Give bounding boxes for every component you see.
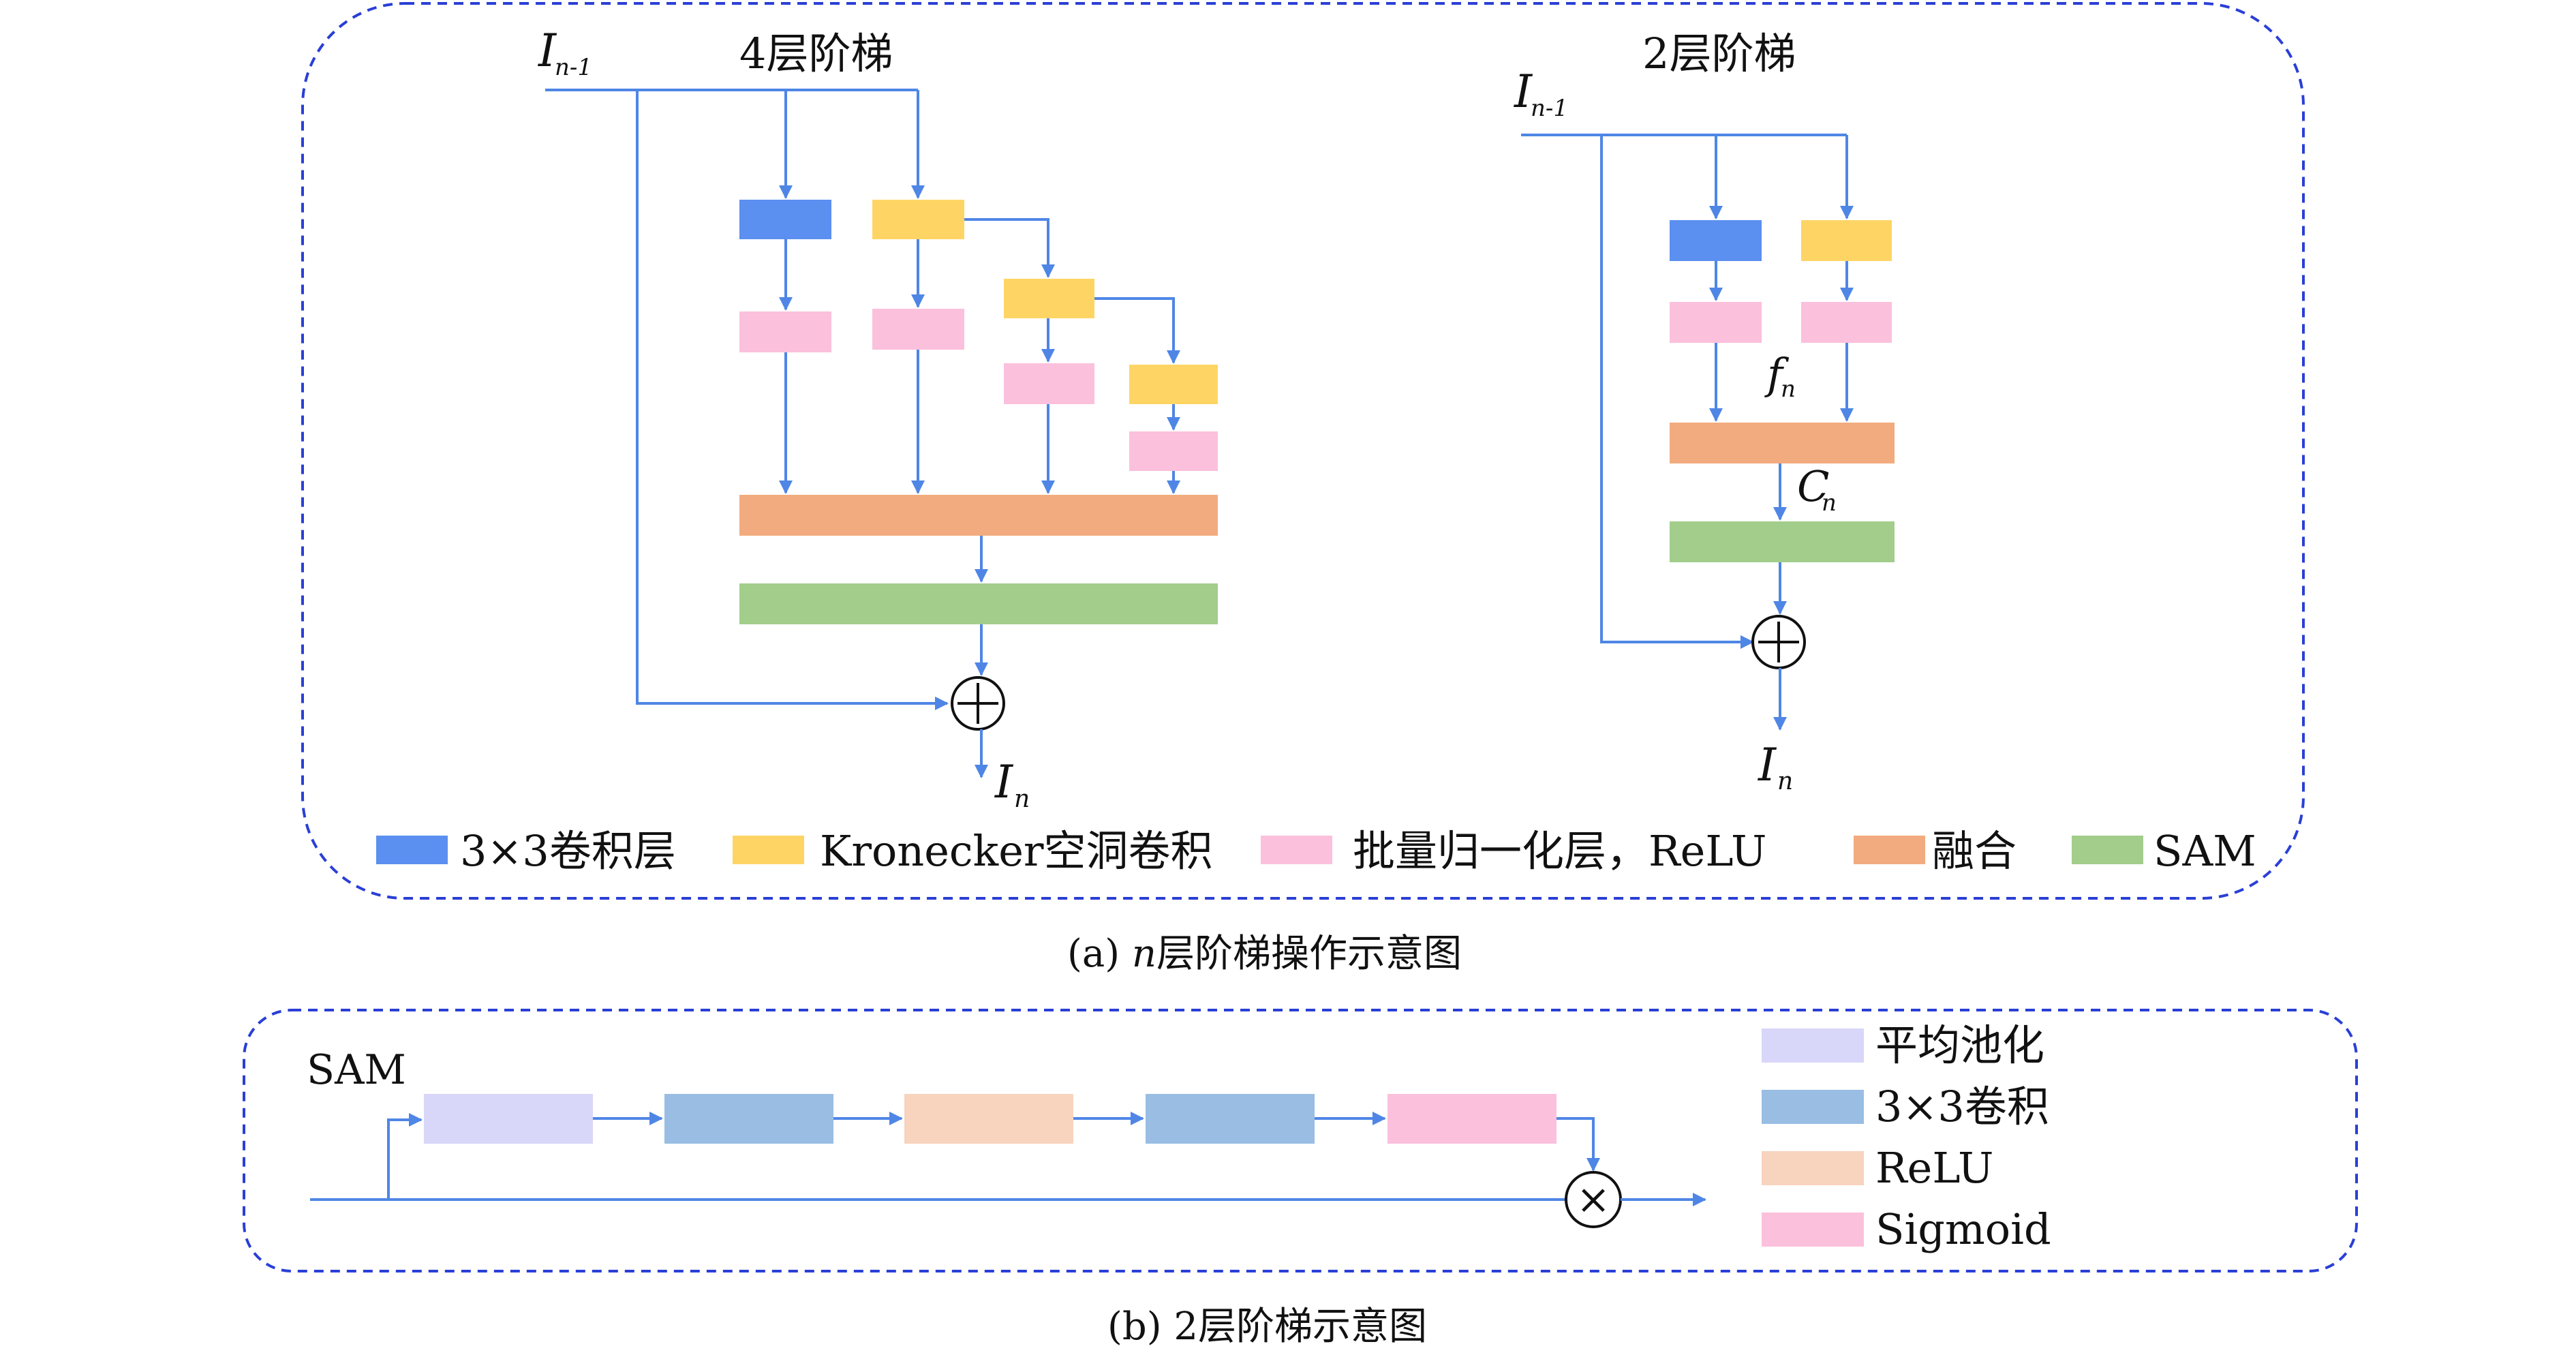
panel-b-legend: 平均池化 3×3卷积 ReLU Sigmoid: [1762, 1020, 2051, 1254]
svg-text:SAM: SAM: [2153, 826, 2256, 876]
c-label: C n: [1797, 461, 1837, 517]
two-tier-skip-line: [1600, 135, 1754, 649]
bn-relu-block-3: [1004, 363, 1094, 404]
caption-a: (a) n层阶梯操作示意图: [1067, 932, 1462, 976]
two-tier-input-label: I n-1: [1514, 65, 1568, 122]
panel-b-frame: [243, 1009, 2358, 1272]
svg-text:n: n: [1014, 785, 1030, 813]
legend-item-kronecker: Kronecker空洞卷积: [733, 826, 1213, 876]
legend-item-relu: ReLU: [1762, 1143, 1993, 1193]
four-tier-skip-line: [636, 90, 949, 710]
two-tier-output-label: I n: [1758, 739, 1793, 795]
svg-text:批量归一化层，ReLU: 批量归一化层，ReLU: [1353, 826, 1766, 876]
caption-b: (b) 2层阶梯示意图: [1107, 1305, 1427, 1349]
svg-text:I: I: [1514, 65, 1533, 118]
svg-text:n: n: [1822, 489, 1837, 517]
svg-text:Sigmoid: Sigmoid: [1875, 1204, 2051, 1254]
kronecker-block-3: [1129, 365, 1218, 404]
sigmoid-block: [1387, 1094, 1557, 1144]
legend-item-conv: 3×3卷积层: [376, 826, 676, 876]
svg-text:ReLU: ReLU: [1875, 1143, 1993, 1193]
svg-text:n: n: [1777, 767, 1793, 795]
legend-item-sigmoid: Sigmoid: [1762, 1204, 2051, 1254]
legend-item-conv3x3: 3×3卷积: [1762, 1082, 2049, 1131]
two-tier-kronecker-block: [1801, 220, 1892, 261]
svg-text:×: ×: [1576, 1176, 1610, 1223]
sigmoid-to-mul-arrow: [1557, 1117, 1600, 1172]
legend-item-avg-pool: 平均池化: [1762, 1020, 2044, 1070]
two-tier-ladder: 2层阶梯 I n-1 f n C n: [1514, 29, 1895, 795]
legend-item-bn-relu: 批量归一化层，ReLU: [1261, 826, 1766, 876]
four-tier-output-label: I n: [994, 756, 1030, 813]
panel-a-legend: 3×3卷积层 Kronecker空洞卷积 批量归一化层，ReLU 融合 SAM: [376, 826, 2256, 876]
bn-relu-block-4: [1129, 431, 1218, 471]
sam-diagram: SAM ×: [307, 1046, 1706, 1228]
avg-pool-block: [424, 1094, 593, 1144]
sam-block: [739, 583, 1218, 624]
four-tier-title: 4层阶梯: [739, 29, 893, 78]
add-operator: [951, 676, 1005, 731]
sam-label: SAM: [307, 1046, 406, 1094]
fusion-block: [739, 495, 1218, 536]
svg-text:n: n: [1781, 376, 1796, 403]
conv3x3-block-2: [1146, 1094, 1315, 1144]
four-tier-ladder: 4层阶梯 I n-1: [538, 25, 1218, 813]
svg-text:融合: 融合: [1932, 826, 2017, 876]
kronecker-block-2: [1004, 279, 1094, 318]
multiply-operator: ×: [1565, 1171, 1622, 1228]
conv3x3-block-1: [664, 1094, 833, 1144]
two-tier-fusion-block: [1670, 423, 1895, 463]
two-tier-title: 2层阶梯: [1642, 29, 1796, 78]
f-label: f n: [1764, 349, 1796, 403]
bn-relu-block-2: [872, 309, 964, 350]
relu-block: [904, 1094, 1073, 1144]
svg-text:I: I: [994, 756, 1014, 808]
svg-text:Kronecker空洞卷积: Kronecker空洞卷积: [820, 826, 1213, 876]
svg-text:n-1: n-1: [555, 54, 592, 81]
two-tier-add-operator: [1751, 615, 1806, 669]
svg-text:n-1: n-1: [1531, 95, 1568, 122]
two-tier-bn-relu-block-2: [1801, 302, 1892, 343]
kronecker-chain-arrow-2: [1094, 297, 1180, 364]
kronecker-chain-arrow-1: [964, 218, 1055, 278]
svg-text:3×3卷积: 3×3卷积: [1875, 1082, 2049, 1131]
conv-block: [739, 200, 831, 239]
legend-item-sam: SAM: [2072, 826, 2256, 876]
two-tier-bn-relu-block-1: [1670, 302, 1762, 343]
svg-text:I: I: [538, 25, 557, 77]
svg-text:3×3卷积层: 3×3卷积层: [460, 826, 676, 876]
legend-item-fusion: 融合: [1854, 826, 2017, 876]
panel-a-frame: [301, 2, 2305, 900]
two-tier-sam-block: [1670, 521, 1895, 562]
kronecker-block-1: [872, 200, 964, 239]
sam-branch-arrow: [387, 1113, 423, 1200]
four-tier-input-label: I n-1: [538, 25, 592, 81]
two-tier-conv-block: [1670, 220, 1762, 261]
bn-relu-block-1: [739, 311, 831, 352]
svg-text:I: I: [1758, 739, 1777, 791]
svg-text:C: C: [1797, 461, 1829, 511]
svg-text:平均池化: 平均池化: [1875, 1020, 2044, 1070]
